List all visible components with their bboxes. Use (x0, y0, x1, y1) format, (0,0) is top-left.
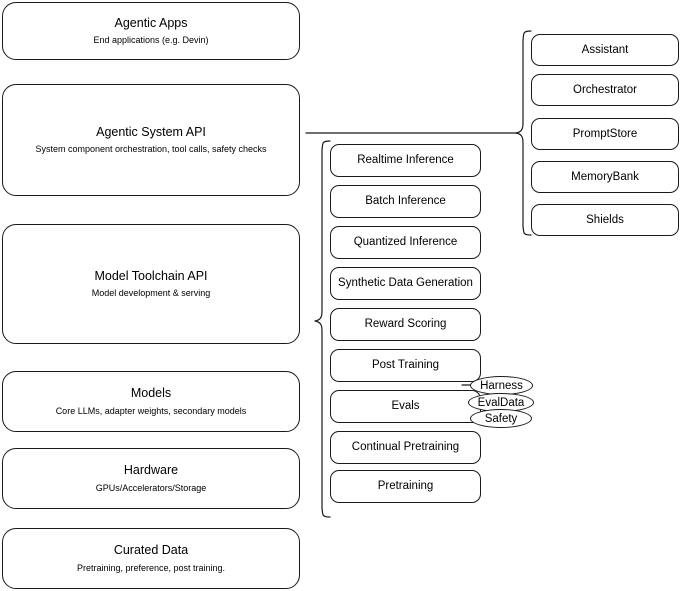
brace-toolchain-components (314, 140, 331, 518)
pill-label: Harness (480, 379, 523, 392)
component-orchestrator[interactable]: Orchestrator (531, 74, 679, 106)
component-batch-inference[interactable]: Batch Inference (330, 185, 481, 218)
component-label: Orchestrator (573, 83, 637, 96)
layer-model-toolchain-api[interactable]: Model Toolchain API Model development & … (2, 224, 300, 344)
brace-system-components (515, 30, 532, 236)
layer-agentic-apps[interactable]: Agentic Apps End applications (e.g. Devi… (2, 2, 300, 60)
layer-curated-data[interactable]: Curated Data Pretraining, preference, po… (2, 528, 300, 589)
layer-models[interactable]: Models Core LLMs, adapter weights, secon… (2, 371, 300, 432)
layer-title: Models (130, 386, 172, 401)
component-pretraining[interactable]: Pretraining (330, 470, 481, 503)
component-label: PromptStore (572, 127, 638, 140)
component-quantized-inference[interactable]: Quantized Inference (330, 226, 481, 259)
component-continual-pretraining[interactable]: Continual Pretraining (330, 431, 481, 464)
component-label: MemoryBank (571, 170, 639, 183)
component-label: Batch Inference (365, 195, 446, 208)
layer-title: Model Toolchain API (94, 268, 208, 283)
layer-title: Agentic Apps (114, 15, 188, 30)
component-realtime-inference[interactable]: Realtime Inference (330, 144, 481, 177)
layer-subtitle: End applications (e.g. Devin) (93, 35, 209, 46)
component-assistant[interactable]: Assistant (531, 34, 679, 66)
component-evals[interactable]: Evals (330, 390, 481, 423)
component-synthetic-data-generation[interactable]: Synthetic Data Generation (330, 267, 481, 300)
component-label: Quantized Inference (353, 236, 458, 249)
component-label: Pretraining (377, 480, 434, 493)
component-label: Post Training (371, 359, 440, 372)
layer-agentic-system-api[interactable]: Agentic System API System component orch… (2, 84, 300, 196)
evals-subcomponent-evaldata[interactable]: EvalData (468, 393, 534, 412)
component-reward-scoring[interactable]: Reward Scoring (330, 308, 481, 341)
component-label: Reward Scoring (364, 318, 447, 331)
layer-hardware[interactable]: Hardware GPUs/Accelerators/Storage (2, 448, 300, 509)
layer-title: Hardware (123, 463, 179, 478)
component-shields[interactable]: Shields (531, 204, 679, 236)
layer-title: Curated Data (113, 543, 189, 558)
component-label: Continual Pretraining (351, 441, 460, 454)
component-post-training[interactable]: Post Training (330, 349, 481, 382)
component-promptstore[interactable]: PromptStore (531, 118, 679, 150)
component-label: Shields (586, 213, 624, 226)
component-label: Synthetic Data Generation (338, 277, 473, 290)
component-label: Realtime Inference (357, 154, 454, 167)
component-label: Evals (391, 400, 420, 413)
evals-subcomponent-safety[interactable]: Safety (470, 409, 532, 428)
layer-subtitle: System component orchestration, tool cal… (35, 144, 267, 155)
layer-subtitle: GPUs/Accelerators/Storage (95, 482, 207, 493)
layer-title: Agentic System API (96, 124, 206, 139)
layer-subtitle: Model development & serving (91, 288, 211, 299)
component-label: Assistant (581, 43, 629, 56)
pill-label: Safety (484, 412, 518, 425)
pill-label: EvalData (477, 396, 525, 409)
component-memorybank[interactable]: MemoryBank (531, 161, 679, 193)
layer-subtitle: Core LLMs, adapter weights, secondary mo… (55, 405, 247, 416)
layer-subtitle: Pretraining, preference, post training. (76, 562, 226, 573)
